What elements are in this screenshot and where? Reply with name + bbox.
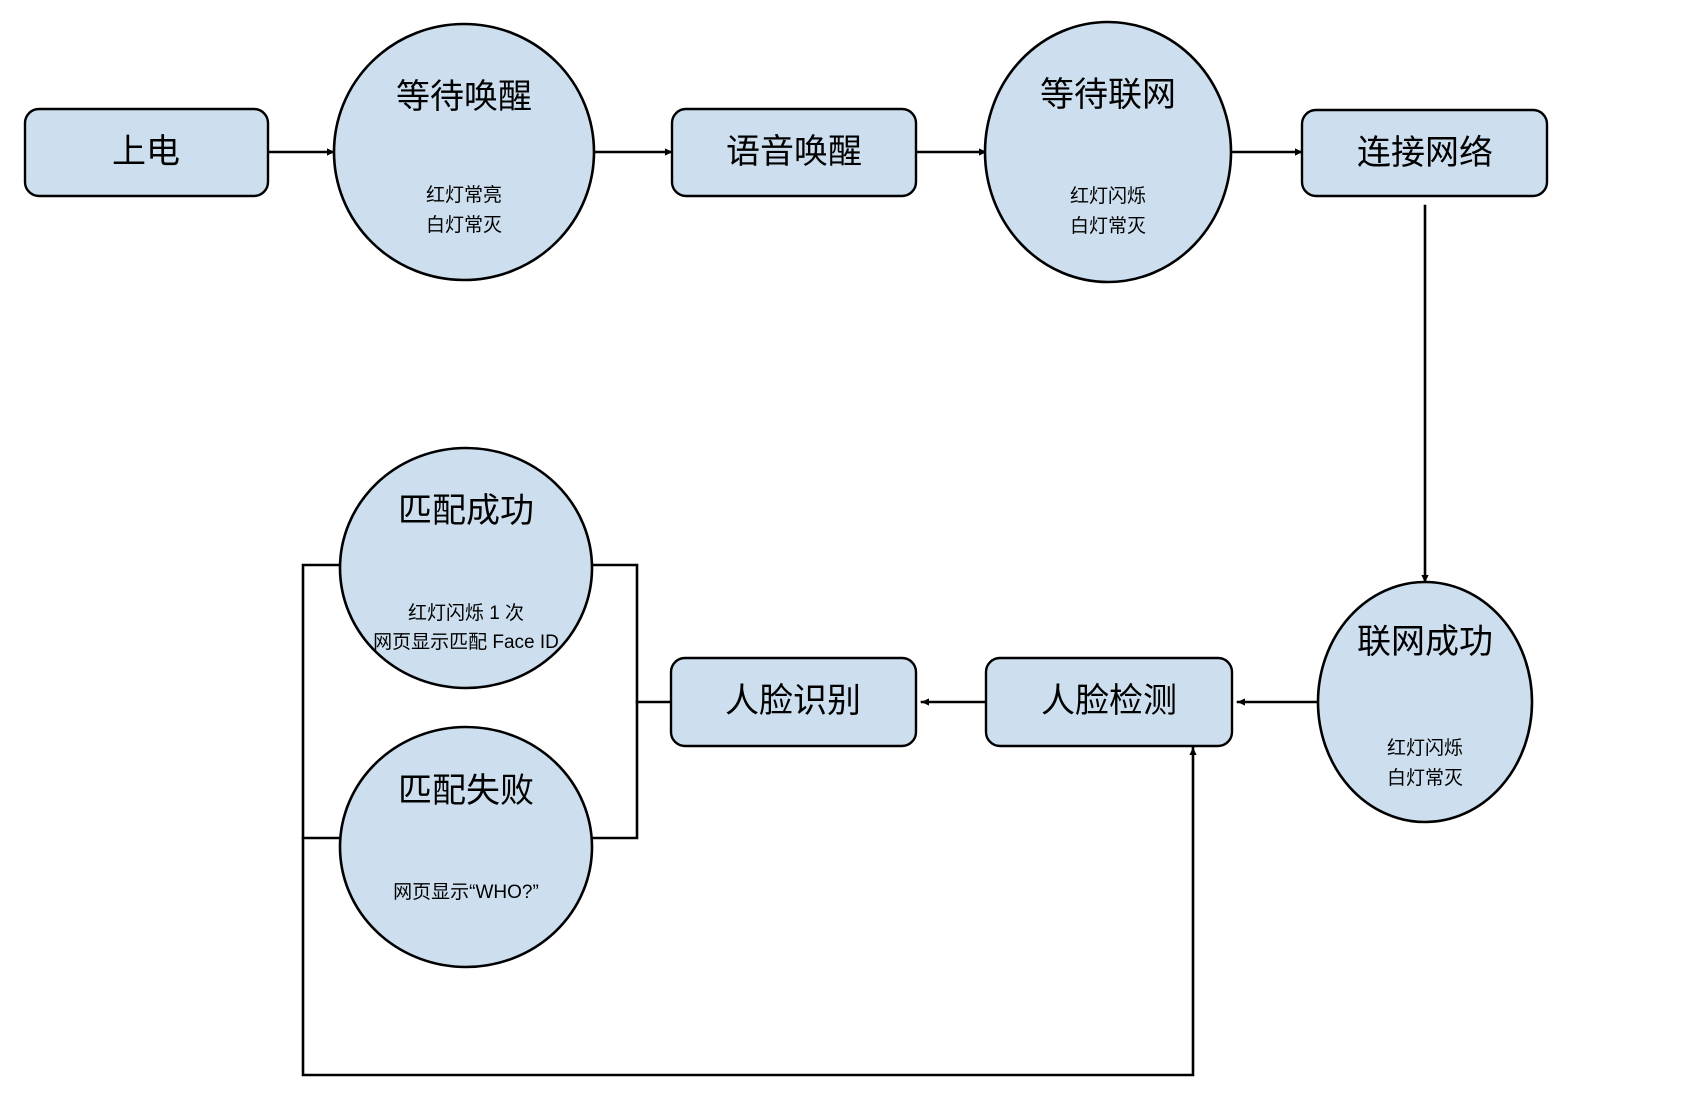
- node-match-fail-sub1: 网页显示“WHO?”: [393, 882, 539, 903]
- node-voice-wake-shape[interactable]: [670, 107, 918, 198]
- node-network-success-label: 联网成功: [1357, 623, 1493, 661]
- node-match-fail-shape[interactable]: [338, 725, 594, 969]
- node-connect-network-label: 连接网络: [1357, 134, 1493, 172]
- node-wait-network-sub2: 白灯常灭: [1070, 215, 1146, 237]
- node-match-fail-label: 匹配失败: [398, 772, 534, 810]
- node-network-success-sub2: 白灯常灭: [1387, 767, 1463, 789]
- node-wait-wake-label: 等待唤醒: [396, 78, 532, 116]
- node-wait-wake[interactable]: 等待唤醒 红灯常亮 白灯常灭: [332, 22, 596, 282]
- edge-face-recognize-to-match-fail: [584, 700, 639, 840]
- node-connect-network[interactable]: 连接网络: [1300, 108, 1549, 198]
- node-wait-wake-sub1: 红灯常亮: [426, 184, 502, 206]
- node-match-success-sub2: 网页显示匹配 Face ID: [373, 632, 559, 653]
- node-match-success-sub1: 红灯闪烁 1 次: [408, 602, 524, 624]
- node-voice-wake-label: 语音唤醒: [726, 133, 862, 171]
- node-power-on-label: 上电: [112, 133, 180, 171]
- edges-layer: [266, 148, 1429, 1077]
- node-face-recognize-label: 人脸识别: [725, 682, 861, 720]
- node-wait-wake-shape[interactable]: [332, 22, 596, 282]
- node-power-on-shape[interactable]: [23, 107, 270, 198]
- node-match-success-label: 匹配成功: [398, 492, 534, 530]
- node-wait-network[interactable]: 等待联网 红灯闪烁 白灯常灭: [983, 20, 1233, 284]
- edge-face-recognize-to-match-success: [583, 563, 673, 704]
- node-wait-network-shape[interactable]: [983, 20, 1233, 284]
- node-match-success-shape[interactable]: [338, 446, 594, 690]
- node-voice-wake[interactable]: 语音唤醒: [670, 107, 918, 198]
- node-network-success-sub1: 红灯闪烁: [1387, 737, 1463, 759]
- node-face-detect-label: 人脸检测: [1041, 682, 1177, 720]
- edge-match-fail-loop-to-face-detect: [301, 563, 1197, 1077]
- node-match-fail[interactable]: 匹配失败 网页显示“WHO?”: [338, 725, 594, 969]
- node-wait-network-sub1: 红灯闪烁: [1070, 185, 1146, 207]
- node-wait-network-label: 等待联网: [1040, 76, 1176, 114]
- node-face-detect[interactable]: 人脸检测: [984, 656, 1234, 748]
- node-face-detect-shape[interactable]: [984, 656, 1234, 748]
- node-face-recognize[interactable]: 人脸识别: [669, 656, 918, 748]
- node-face-recognize-shape[interactable]: [669, 656, 918, 748]
- node-power-on[interactable]: 上电: [23, 107, 270, 198]
- node-network-success[interactable]: 联网成功 红灯闪烁 白灯常灭: [1316, 580, 1534, 824]
- node-match-success[interactable]: 匹配成功 红灯闪烁 1 次 网页显示匹配 Face ID: [338, 446, 594, 690]
- node-network-success-shape[interactable]: [1316, 580, 1534, 824]
- node-connect-network-shape[interactable]: [1300, 108, 1549, 198]
- node-wait-wake-sub2: 白灯常灭: [426, 214, 502, 236]
